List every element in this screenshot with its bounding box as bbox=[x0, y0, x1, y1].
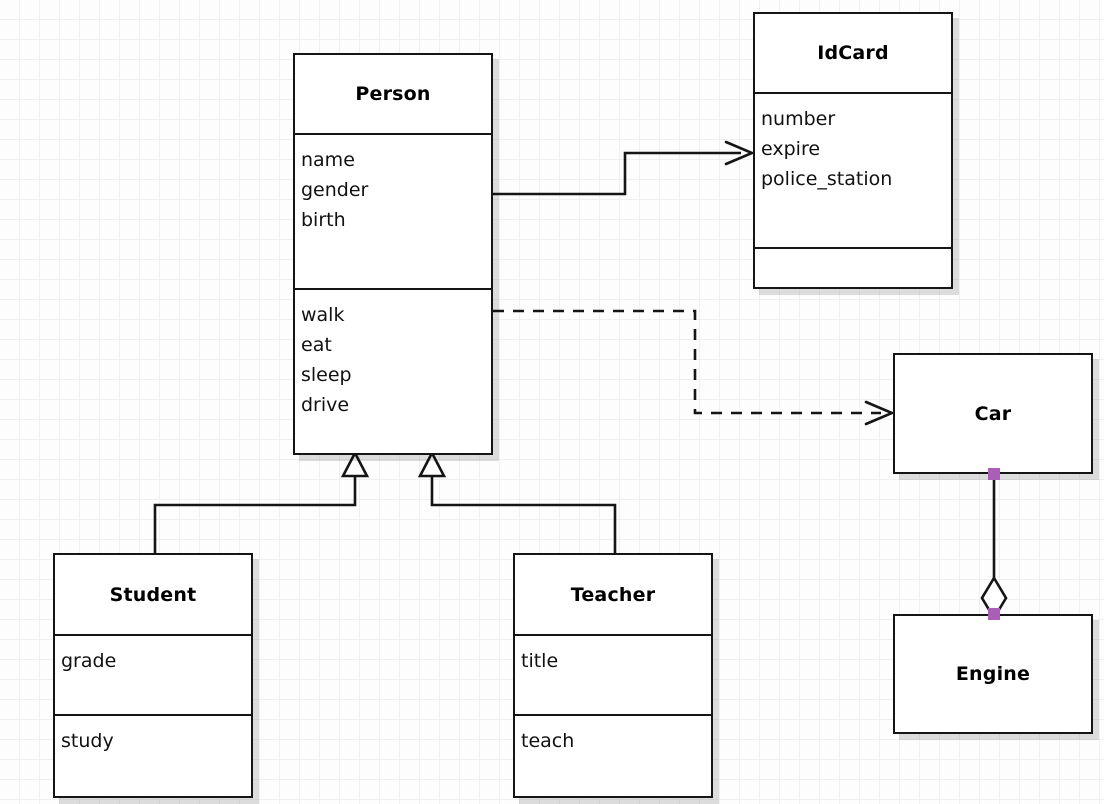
class-attributes-student: grade bbox=[55, 634, 251, 714]
edge-person-car[interactable] bbox=[493, 309, 896, 426]
edge-car-engine[interactable] bbox=[980, 474, 1008, 621]
class-methods-idcard bbox=[755, 247, 951, 287]
class-attributes-person: name gender birth bbox=[295, 133, 491, 288]
attribute-row: name bbox=[301, 149, 355, 171]
edge-endpoint-handle-engine[interactable] bbox=[988, 608, 1000, 620]
attribute-row: grade bbox=[61, 650, 117, 672]
class-title-car: Car bbox=[895, 355, 1091, 472]
class-box-engine[interactable]: Engine bbox=[893, 614, 1093, 734]
class-box-student[interactable]: Student grade study bbox=[53, 553, 253, 798]
class-name-car: Car bbox=[974, 402, 1012, 425]
class-attributes-teacher: title bbox=[515, 634, 711, 714]
class-box-idcard[interactable]: IdCard number expire police_station bbox=[753, 12, 953, 289]
class-title-idcard: IdCard bbox=[755, 14, 951, 92]
attribute-row: expire bbox=[761, 138, 821, 160]
hollow-triangle-arrowhead bbox=[417, 450, 447, 478]
method-row: teach bbox=[521, 730, 575, 752]
edge-teacher-person[interactable] bbox=[417, 450, 617, 553]
class-title-person: Person bbox=[295, 55, 491, 133]
class-name-engine: Engine bbox=[955, 663, 1031, 685]
method-row: walk bbox=[301, 304, 345, 326]
method-row: sleep bbox=[301, 364, 352, 386]
attribute-row: number bbox=[761, 108, 836, 130]
attribute-row: birth bbox=[301, 209, 346, 231]
class-attributes-idcard: number expire police_station bbox=[755, 92, 951, 247]
class-name-student: Student bbox=[109, 583, 197, 606]
class-name-idcard: IdCard bbox=[817, 42, 889, 64]
edge-student-person[interactable] bbox=[153, 450, 370, 553]
class-methods-person: walk eat sleep drive bbox=[295, 288, 491, 453]
class-methods-teacher: teach bbox=[515, 714, 711, 800]
attribute-row: title bbox=[521, 650, 559, 672]
class-box-person[interactable]: Person name gender birth walk eat sleep … bbox=[293, 53, 493, 455]
hollow-triangle-arrowhead bbox=[340, 450, 370, 478]
attribute-row: police_station bbox=[761, 168, 893, 190]
class-title-student: Student bbox=[55, 555, 251, 634]
class-box-car[interactable]: Car bbox=[893, 353, 1093, 474]
class-box-teacher[interactable]: Teacher title teach bbox=[513, 553, 713, 798]
class-title-engine: Engine bbox=[895, 616, 1091, 732]
class-name-person: Person bbox=[355, 83, 431, 105]
class-methods-student: study bbox=[55, 714, 251, 800]
edge-person-idcard[interactable] bbox=[493, 140, 756, 196]
method-row: drive bbox=[301, 394, 350, 416]
edge-endpoint-handle-car[interactable] bbox=[988, 468, 1000, 480]
class-title-teacher: Teacher bbox=[515, 555, 711, 634]
method-row: study bbox=[61, 730, 114, 752]
class-name-teacher: Teacher bbox=[570, 583, 656, 606]
method-row: eat bbox=[301, 334, 332, 356]
attribute-row: gender bbox=[301, 179, 369, 201]
